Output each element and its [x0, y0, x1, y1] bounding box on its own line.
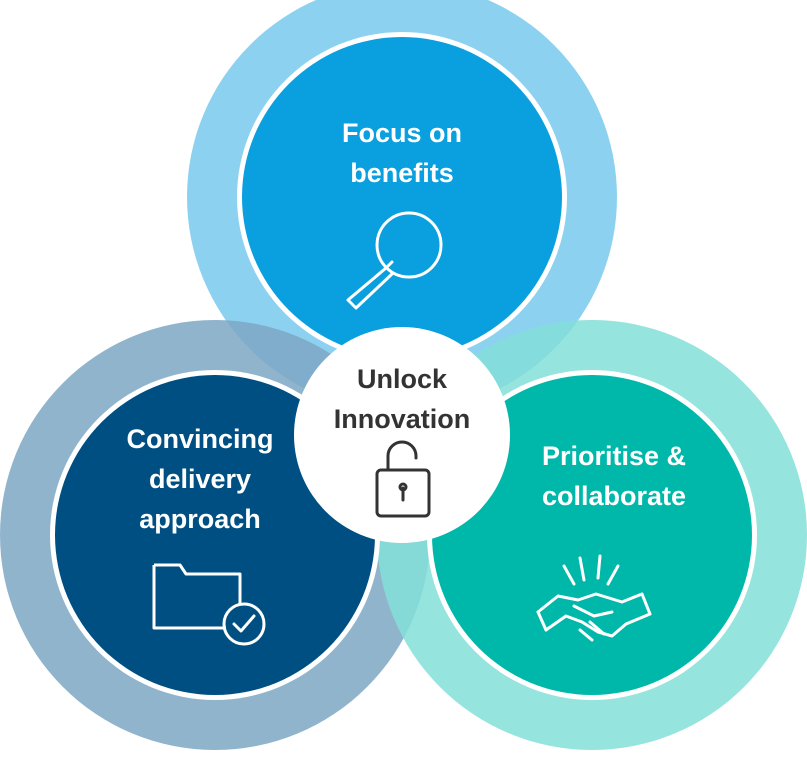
top-inner-circle [242, 37, 562, 357]
folder-check-icon [152, 563, 266, 646]
center-label-line1: Unlock [357, 364, 448, 394]
center-circle [294, 327, 510, 543]
center-label-line2: Innovation [334, 404, 471, 434]
right-label-line2: collaborate [542, 481, 686, 511]
right-inner-circle [432, 375, 752, 695]
magnifier-icon [346, 211, 443, 310]
top-label-line2: benefits [350, 158, 454, 188]
left-label-line1: Convincing [127, 424, 274, 454]
left-label-line2: delivery [149, 464, 251, 494]
right-label-line1: Prioritise & [542, 441, 686, 471]
top-label-line1: Focus on [342, 118, 462, 148]
left-inner-circle [55, 375, 375, 695]
left-label-line3: approach [139, 504, 261, 534]
handshake-icon [536, 554, 652, 642]
padlock-open-icon [375, 440, 431, 518]
